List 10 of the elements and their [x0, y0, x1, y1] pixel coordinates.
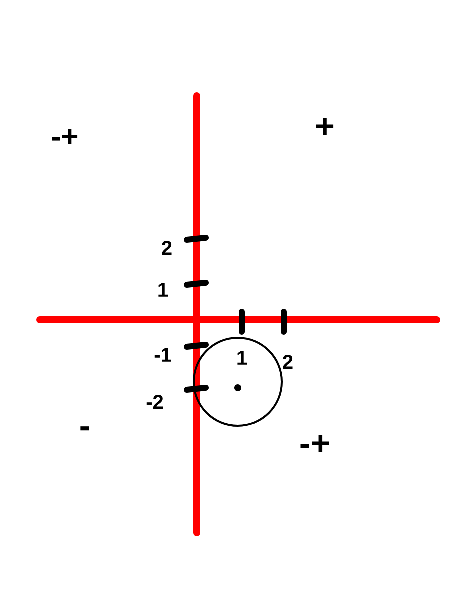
quadrant-sign: - — [80, 426, 90, 431]
tick-label: 2 — [283, 355, 293, 369]
tick-label: 1 — [158, 283, 168, 297]
tick-label: -1 — [154, 348, 172, 362]
tick-label: -2 — [146, 395, 164, 409]
quadrant-sign: -+ — [52, 129, 78, 144]
quadrant-sign: + — [316, 118, 334, 136]
tick-label: 1 — [238, 351, 247, 365]
quadrant-sign: -+ — [300, 435, 330, 452]
tick-label: 2 — [162, 241, 172, 255]
